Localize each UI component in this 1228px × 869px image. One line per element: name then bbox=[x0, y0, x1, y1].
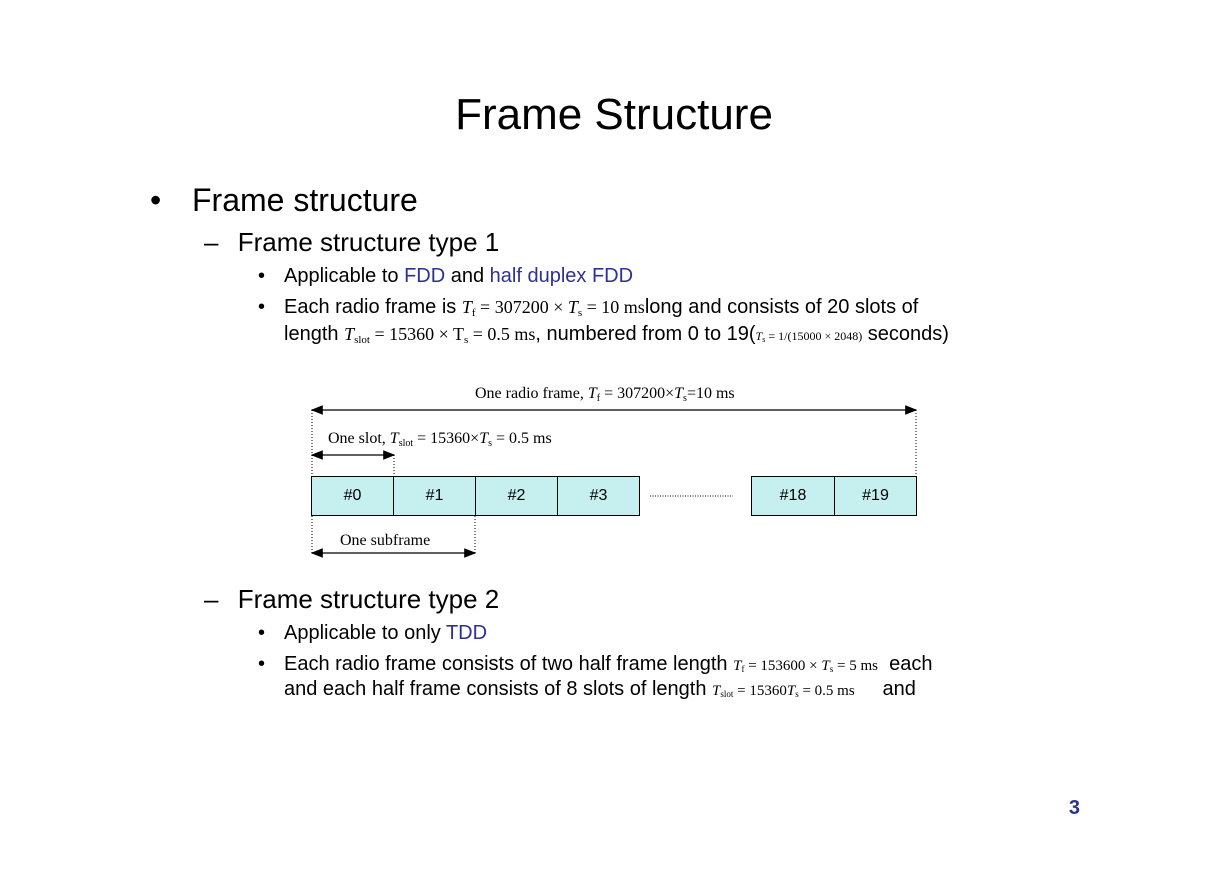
slot-2: #2 bbox=[475, 476, 558, 516]
text: and bbox=[445, 265, 490, 287]
text: each bbox=[889, 653, 933, 675]
tdd-term: TDD bbox=[445, 622, 488, 644]
text: and each half frame consists of 8 slots … bbox=[284, 678, 713, 700]
subheading-text: Frame structure type 1 bbox=[237, 227, 500, 257]
slide-title: Frame Structure bbox=[455, 90, 773, 139]
bullet-dot: • bbox=[150, 182, 162, 218]
text: Each radio frame consists of two half fr… bbox=[284, 653, 734, 675]
small-bullet: • bbox=[258, 622, 266, 644]
type2-slot-length: and each half frame consists of 8 slots … bbox=[284, 678, 916, 701]
text: length bbox=[284, 323, 345, 345]
dash-bullet: – bbox=[204, 227, 219, 257]
text: Each radio frame is bbox=[284, 296, 462, 318]
type1-radio-frame: • Each radio frame is Tf = 307200 × Ts =… bbox=[258, 296, 918, 319]
text: and bbox=[882, 678, 916, 700]
bullet-frame-structure: • Frame structure bbox=[150, 182, 418, 219]
subheading-type1: – Frame structure type 1 bbox=[204, 227, 499, 258]
dash-bullet: – bbox=[204, 584, 219, 614]
page-number: 3 bbox=[1068, 797, 1080, 819]
bullet-text: Frame structure bbox=[192, 182, 418, 218]
equation-tf-type2: Tf = 153600 × Ts = 5 ms bbox=[733, 658, 878, 674]
equation-tslot-type2: Tslot = 15360Ts = 0.5 ms bbox=[712, 683, 855, 699]
small-bullet: • bbox=[258, 296, 266, 318]
equation-tslot: Tslot = 15360 × Ts = 0.5 ms bbox=[344, 324, 536, 346]
subheading-type2: – Frame structure type 2 bbox=[204, 584, 499, 615]
fdd-term: FDD bbox=[404, 265, 446, 287]
half-duplex-fdd-term: half duplex FDD bbox=[489, 265, 634, 287]
slot-18: #18 bbox=[751, 476, 835, 516]
subframe-label: One subframe bbox=[340, 532, 431, 549]
type1-slot-length: length Tslot = 15360 × Ts = 0.5 ms, numb… bbox=[284, 323, 949, 346]
slot-1: #1 bbox=[393, 476, 476, 516]
type2-half-frame: • Each radio frame consists of two half … bbox=[258, 653, 932, 676]
equation-ts: Ts = 1/(15000 × 2048) bbox=[755, 329, 863, 344]
slot-0: #0 bbox=[311, 476, 394, 516]
slot-3: #3 bbox=[557, 476, 640, 516]
text: Applicable to bbox=[284, 265, 405, 287]
slot-label: One slot, Tslot = 15360×Ts = 0.5 ms bbox=[328, 430, 552, 449]
text: , numbered from 0 to 19( bbox=[535, 323, 756, 345]
text: seconds) bbox=[862, 323, 949, 345]
text: Applicable to only bbox=[284, 622, 446, 644]
text: long and consists of 20 slots of bbox=[644, 296, 919, 318]
slot-19: #19 bbox=[834, 476, 917, 516]
equation-tf: Tf = 307200 × Ts = 10 ms bbox=[461, 297, 645, 319]
radio-frame-label: One radio frame, Tf = 307200×Ts=10 ms bbox=[475, 385, 735, 404]
small-bullet: • bbox=[258, 265, 266, 287]
type2-applicable: • Applicable to only TDD bbox=[258, 622, 487, 645]
small-bullet: • bbox=[258, 653, 266, 675]
type1-applicable: • Applicable to FDD and half duplex FDD bbox=[258, 265, 633, 288]
subheading-text: Frame structure type 2 bbox=[237, 584, 500, 614]
